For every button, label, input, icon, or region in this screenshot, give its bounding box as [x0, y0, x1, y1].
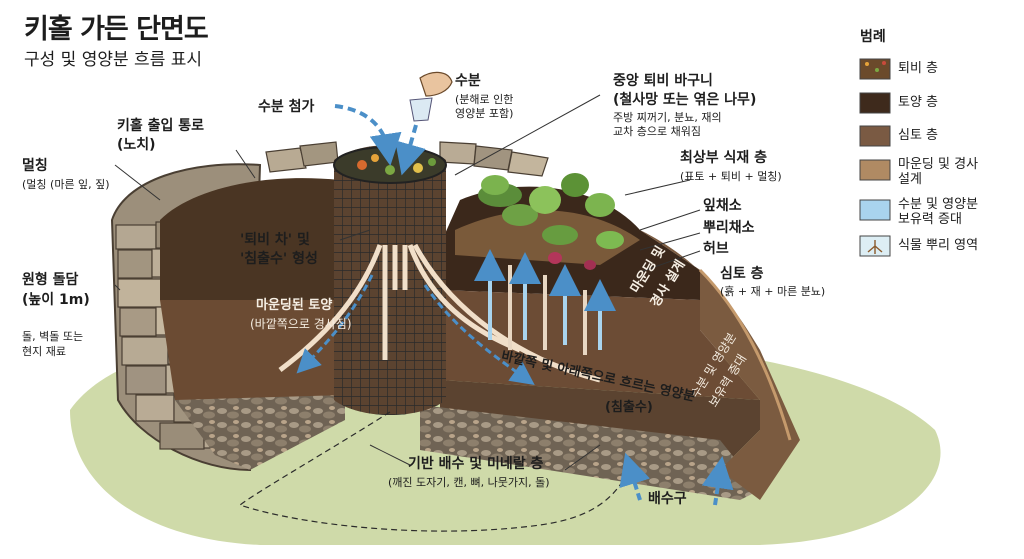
label-tea-1: '퇴비 차' 및 — [240, 232, 310, 248]
label-moisture: 수분 — [455, 73, 481, 89]
label-basket-desc-2: 교차 층으로 채워짐 — [613, 125, 701, 138]
stone-rim-back — [265, 141, 549, 177]
label-top-layer-sub: (표토 + 퇴비 + 멀칭) — [680, 170, 782, 183]
leachate-arrows-blue — [296, 274, 535, 386]
right-slope — [640, 230, 800, 500]
label-leafy: 잎채소 — [703, 198, 742, 214]
legend-item-soil: 토양 층 — [898, 95, 939, 110]
water-arrow-right — [395, 124, 426, 176]
label-subsoil: 심토 층 — [720, 266, 764, 282]
label-base-sub: (깨진 도자기, 캔, 뼈, 나뭇가지, 돌) — [388, 476, 550, 489]
label-basket: 중앙 퇴비 바구니 — [613, 73, 713, 89]
label-stone-wall: 원형 돌담 — [22, 272, 79, 288]
label-base: 기반 배수 및 미네랄 층 — [408, 456, 544, 472]
water-arrow-left — [334, 104, 402, 166]
label-mound-1: 마운딩된 토양 — [256, 298, 333, 313]
left-soil-subsoil — [160, 300, 345, 420]
drain-arrow-right — [701, 456, 734, 506]
label-mulching: 멀칭 — [22, 158, 48, 174]
left-gravel — [175, 395, 345, 470]
label-mulching-sub: (멀칭 (마른 잎, 짚) — [22, 178, 110, 191]
legend-swatches — [859, 58, 891, 257]
cup-icon — [409, 97, 433, 122]
wicking-arrows — [474, 249, 616, 355]
label-stone-material-1: 돌, 벽돌 또는 — [22, 330, 84, 343]
hand-icon — [419, 71, 453, 97]
label-moisture-sub-2: 영양분 포함) — [455, 107, 514, 120]
nutrient-arrows — [278, 243, 601, 383]
plants — [478, 173, 624, 270]
page-title: 키홀 가든 단면도 — [24, 14, 209, 45]
label-moisture-sub-1: (분해로 인한 — [455, 93, 514, 106]
legend-item-subsoil: 심토 층 — [898, 128, 939, 143]
label-mound-2: (바깥쪽으로 경사짐) — [250, 317, 352, 331]
label-basket-desc-1: 주방 찌꺼기, 분뇨, 재의 — [613, 111, 722, 124]
label-top-layer: 최상부 식재 층 — [680, 150, 768, 166]
label-drain: 배수구 — [648, 491, 687, 507]
drain-arrow-left — [619, 452, 651, 501]
label-tea-2: '침출수' 형성 — [240, 251, 318, 267]
legend-item-roots: 식물 뿌리 영역 — [898, 238, 979, 253]
label-stone-material-2: 현지 재료 — [22, 345, 66, 358]
label-keyhole-path-sub: (노치) — [117, 137, 156, 153]
drain-path — [238, 411, 631, 532]
label-flow-2: (침출수) — [605, 400, 653, 415]
leader-lines — [114, 94, 701, 471]
legend-item-retention: 수분 및 영양분 보유력 증대 — [898, 197, 979, 227]
legend-item-compost: 퇴비 층 — [898, 61, 939, 76]
label-basket-sub: (철사망 또는 엮은 나무) — [613, 92, 757, 108]
label-keyhole-path: 키홀 출입 통로 — [117, 118, 205, 134]
label-herb: 허브 — [703, 241, 729, 257]
label-moisture-add: 수분 첨가 — [258, 99, 315, 115]
legend-title: 범례 — [860, 29, 886, 45]
page-subtitle: 구성 및 영양분 흐름 표시 — [24, 50, 203, 70]
legend-item-mounding: 마운딩 및 경사 설계 — [898, 157, 979, 187]
label-stone-wall-sub: (높이 1m) — [22, 292, 90, 308]
label-root: 뿌리채소 — [703, 220, 755, 236]
left-soil-mound — [160, 178, 345, 310]
label-subsoil-sub: (흙 + 재 + 마른 분뇨) — [720, 285, 826, 298]
